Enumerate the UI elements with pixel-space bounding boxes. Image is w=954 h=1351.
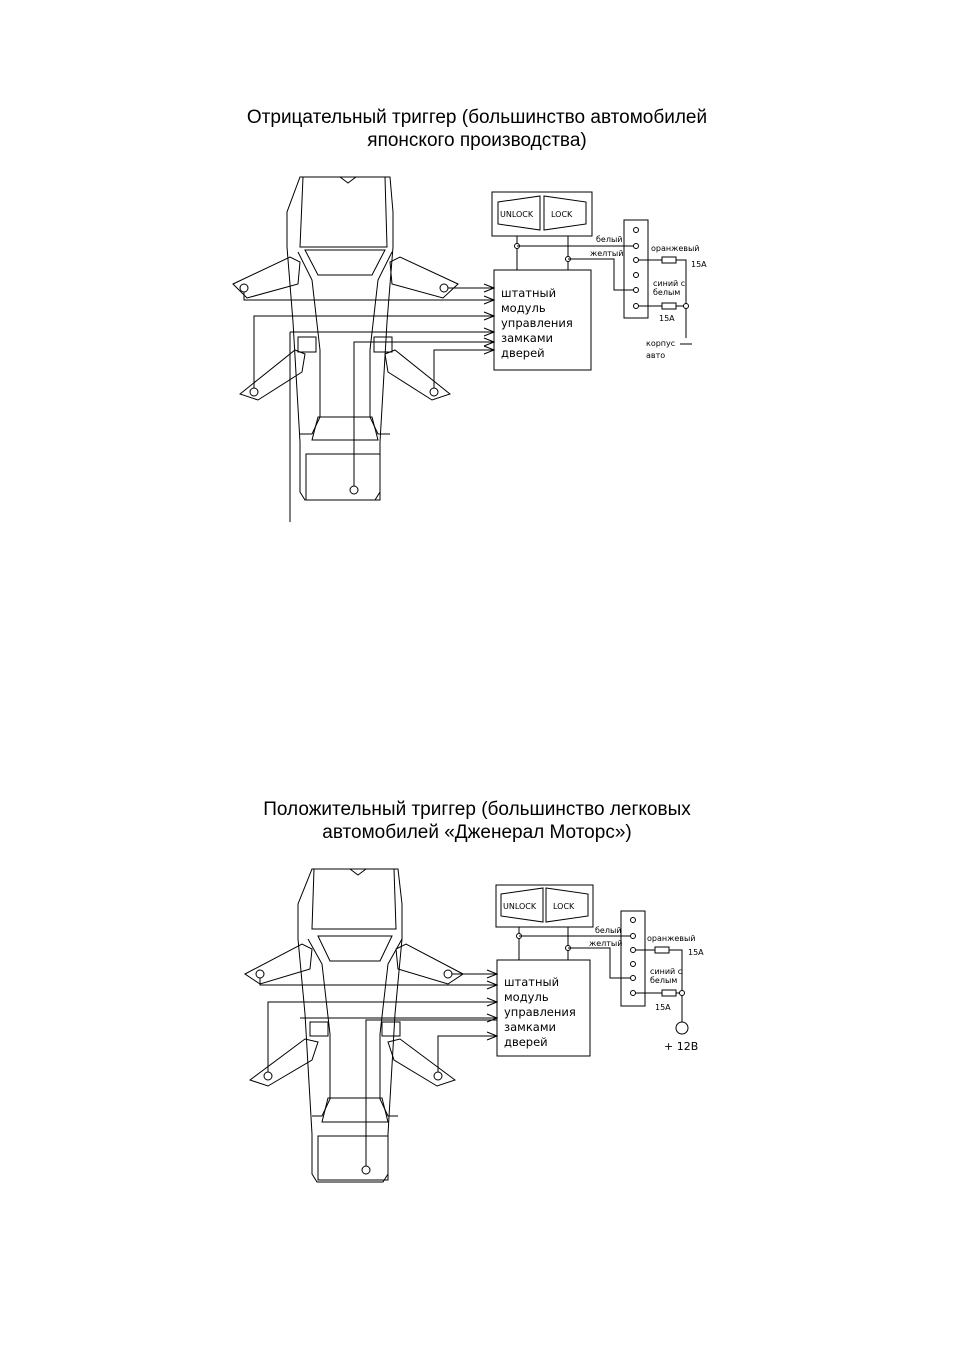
switch-box: [491, 191, 593, 237]
unlock-button: [500, 887, 544, 923]
wire-blue-white-label-2: белым: [650, 976, 677, 985]
lock-wires: [243, 283, 496, 522]
fuse-bottom-label: 15A: [659, 314, 675, 323]
module-line-2: модуль: [501, 301, 546, 315]
fuse-bottom: [661, 302, 677, 310]
lock-button: [543, 195, 587, 231]
rear-right-lock-icon: [433, 1071, 443, 1081]
car-outline: [244, 868, 464, 1183]
wire-blue-white-label-1: синий с: [650, 967, 682, 976]
terminal-label-1: + 12В: [664, 1040, 698, 1053]
unlock-label: UNLOCK: [503, 902, 537, 911]
module-line-5: дверей: [501, 346, 545, 360]
front-right-lock-icon: [439, 283, 449, 293]
lock-wires: [259, 969, 499, 1166]
module-line-5: дверей: [504, 1035, 548, 1049]
lock-label: LOCK: [553, 902, 575, 911]
trunk-lock-icon: [361, 1165, 371, 1175]
rear-left-lock-icon: [263, 1071, 273, 1081]
fuse-top: [654, 946, 670, 954]
terminal-label-1: корпус: [646, 339, 675, 348]
module-line-4: замками: [501, 331, 553, 345]
fuse-top-label: 15A: [688, 948, 704, 957]
module-line-4: замками: [504, 1020, 556, 1034]
relay-connector: [620, 910, 646, 1007]
trunk-lock-icon: [349, 485, 359, 495]
diagram-2-wiring: UNLOCK LOCK штатный модуль управления за…: [244, 868, 704, 1183]
front-left-lock-icon: [255, 969, 265, 979]
terminal-label-2: авто: [646, 351, 665, 360]
diagram-1-title-line2: японского производства): [367, 130, 587, 151]
fuse-bottom-label: 15A: [655, 1003, 671, 1012]
lock-button: [545, 887, 589, 923]
module-line-2: модуль: [504, 990, 549, 1004]
rear-left-lock-icon: [249, 387, 259, 397]
wire-yellow-label: желтый: [590, 249, 623, 258]
power-terminal-icon: [675, 1021, 689, 1035]
fuse-top: [661, 256, 677, 264]
wire-yellow-label: желтый: [589, 939, 622, 948]
diagram-1-wiring: UNLOCK LOCK штатный модуль управления за…: [232, 176, 707, 522]
module-line-1: штатный: [501, 286, 556, 300]
wire-orange-label: оранжевый: [651, 244, 699, 253]
module-line-1: штатный: [504, 975, 559, 989]
door-lock-module: [493, 269, 592, 371]
wire-blue-white-label-1: синий с: [653, 279, 685, 288]
diagram-2-title-line2: автомобилей «Дженерал Моторс»): [322, 822, 632, 843]
unlock-label: UNLOCK: [500, 210, 534, 219]
wire-white-label: белый: [596, 235, 622, 244]
fuse-bottom: [661, 989, 677, 997]
diagram-1-title-line1: Отрицательный триггер (большинство автом…: [246, 107, 708, 128]
wire-white-label: белый: [595, 926, 621, 935]
module-line-3: управления: [504, 1005, 576, 1019]
lock-label: LOCK: [551, 210, 573, 219]
door-lock-module: [496, 959, 591, 1057]
relay-connector: [623, 219, 649, 319]
wire-blue-white-label-2: белым: [653, 288, 680, 297]
unlock-button: [497, 195, 541, 231]
switch-box: [495, 884, 594, 928]
front-right-lock-icon: [443, 969, 453, 979]
module-line-3: управления: [501, 316, 573, 330]
rear-right-lock-icon: [429, 387, 439, 397]
front-left-lock-icon: [239, 283, 249, 293]
diagram-2-title-line1: Положительный триггер (большинство легко…: [263, 799, 691, 820]
car-outline: [232, 176, 459, 501]
wire-orange-label: оранжевый: [647, 934, 695, 943]
diagram-2-title: Положительный триггер (большинство легко…: [0, 798, 954, 844]
diagram-1-title: Отрицательный триггер (большинство автом…: [0, 106, 954, 152]
fuse-top-label: 15A: [691, 260, 707, 269]
